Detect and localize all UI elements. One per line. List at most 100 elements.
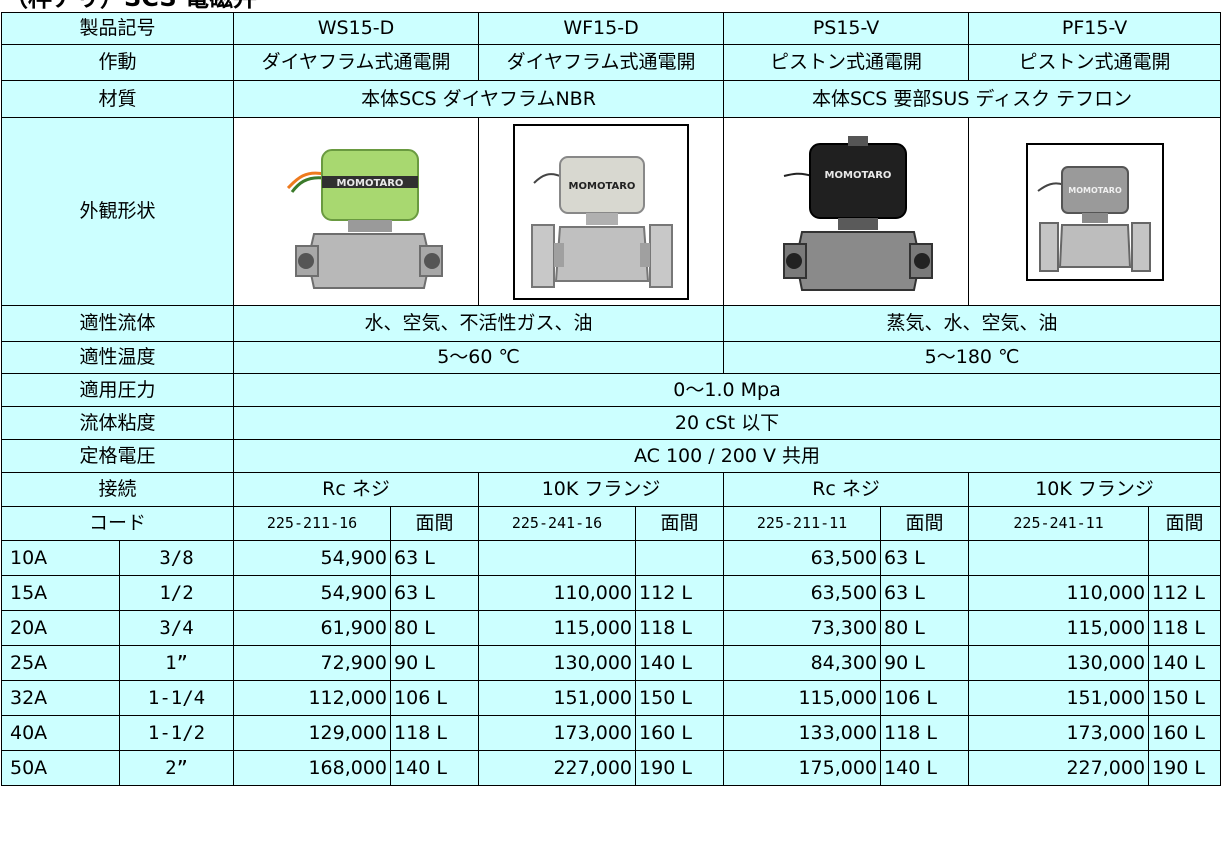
page-title: （枠アリ）SCS 電磁弁 <box>0 0 1221 12</box>
row-operation: 作動 ダイヤフラム式通電開 ダイヤフラム式通電開 ピストン式通電開 ピストン式通… <box>0 44 1221 81</box>
operation-ps15-v: ピストン式通電開 <box>723 44 970 81</box>
size-nominal: 40A <box>1 715 120 751</box>
model-ws15-d: WS15-D <box>233 12 480 45</box>
photo-cell-ws15-d: MOMOTARO <box>233 117 480 306</box>
face-ps15-v: 63 L <box>880 540 970 576</box>
voltage-value: AC 100 / 200 V 共用 <box>233 439 1221 473</box>
operation-wf15-d: ダイヤフラム式通電開 <box>478 44 725 81</box>
price-pf15-v: 173,000 <box>968 715 1150 751</box>
price-ps15-v: 84,300 <box>723 645 882 681</box>
size-nominal: 25A <box>1 645 120 681</box>
price-ps15-v: 175,000 <box>723 750 882 786</box>
label-material: 材質 <box>0 80 235 118</box>
price-ws15-d: 72,900 <box>233 645 392 681</box>
price-pf15-v: 151,000 <box>968 680 1150 716</box>
face-ps15-v: 106 L <box>880 680 970 716</box>
photo-cell-wf15-d: MOMOTARO <box>478 117 725 306</box>
row-voltage: 定格電圧 AC 100 / 200 V 共用 <box>0 439 1221 473</box>
face-ws15-d: 118 L <box>390 715 480 751</box>
face-ws15-d: 90 L <box>390 645 480 681</box>
face-wf15-d: 140 L <box>635 645 725 681</box>
size-nominal: 20A <box>1 610 120 646</box>
face-pf15-v: 160 L <box>1148 715 1221 751</box>
brand-label-ps15-v: MOMOTARO <box>825 170 892 181</box>
fluid-piston: 蒸気、水、空気、油 <box>723 305 1221 342</box>
model-wf15-d: WF15-D <box>478 12 725 45</box>
face-label-wf15-d: 面間 <box>635 506 725 541</box>
viscosity-value: 20 cSt 以下 <box>233 406 1221 440</box>
code-wf15-d: 225-241-16 <box>478 506 637 541</box>
face-wf15-d: 190 L <box>635 750 725 786</box>
label-fluid: 適性流体 <box>0 305 235 342</box>
label-product-code: 製品記号 <box>0 12 235 45</box>
price-ps15-v: 115,000 <box>723 680 882 716</box>
price-ps15-v: 63,500 <box>723 540 882 576</box>
brand-label-ws15-d: MOMOTARO <box>337 178 404 189</box>
price-wf15-d: 115,000 <box>478 610 637 646</box>
material-piston: 本体SCS 要部SUS ディスク テフロン <box>723 80 1221 118</box>
price-ws15-d: 54,900 <box>233 575 392 611</box>
size-inch: 2” <box>118 750 235 786</box>
size-inch: 1-1/4 <box>118 680 235 716</box>
brand-label-pf15-v: MOMOTARO <box>1068 186 1122 195</box>
connection-ps15-v: Rc ネジ <box>723 472 970 507</box>
connection-ws15-d: Rc ネジ <box>233 472 480 507</box>
row-product-code: 製品記号 WS15-D WF15-D PS15-V PF15-V <box>0 12 1221 45</box>
size-nominal: 10A <box>1 540 120 576</box>
row-material: 材質 本体SCS ダイヤフラムNBR 本体SCS 要部SUS ディスク テフロン <box>0 80 1221 118</box>
row-appearance: 外観形状 MOMOTARO MOMOTARO <box>0 117 1221 306</box>
material-diaphragm: 本体SCS ダイヤフラムNBR <box>233 80 725 118</box>
price-wf15-d: 151,000 <box>478 680 637 716</box>
valve-photo-pf15-v: MOMOTARO <box>1025 142 1164 281</box>
size-inch: 3/4 <box>118 610 235 646</box>
face-wf15-d: 150 L <box>635 680 725 716</box>
face-pf15-v: 140 L <box>1148 645 1221 681</box>
face-pf15-v: 190 L <box>1148 750 1221 786</box>
face-ws15-d: 80 L <box>390 610 480 646</box>
label-temperature: 適性温度 <box>0 341 235 374</box>
price-wf15-d <box>478 540 637 576</box>
face-ps15-v: 118 L <box>880 715 970 751</box>
operation-ws15-d: ダイヤフラム式通電開 <box>233 44 480 81</box>
price-ws15-d: 112,000 <box>233 680 392 716</box>
code-pf15-v: 225-241-11 <box>968 506 1150 541</box>
price-pf15-v: 115,000 <box>968 610 1150 646</box>
price-wf15-d: 130,000 <box>478 645 637 681</box>
valve-photo-wf15-d: MOMOTARO <box>513 123 690 300</box>
temperature-diaphragm: 5〜60 ℃ <box>233 341 725 374</box>
row-viscosity: 流体粘度 20 cSt 以下 <box>0 406 1221 440</box>
face-ps15-v: 80 L <box>880 610 970 646</box>
valve-photo-ps15-v: MOMOTARO <box>783 135 934 291</box>
size-inch: 1” <box>118 645 235 681</box>
face-ps15-v: 90 L <box>880 645 970 681</box>
price-pf15-v: 130,000 <box>968 645 1150 681</box>
price-ws15-d: 168,000 <box>233 750 392 786</box>
face-label-pf15-v: 面間 <box>1148 506 1221 541</box>
temperature-piston: 5〜180 ℃ <box>723 341 1221 374</box>
connection-wf15-d: 10K フランジ <box>478 472 725 507</box>
row-code: コード 225-211-16 面間 225-241-16 面間 225-211-… <box>0 506 1221 541</box>
code-ps15-v: 225-211-11 <box>723 506 882 541</box>
code-ws15-d: 225-211-16 <box>233 506 392 541</box>
price-ps15-v: 63,500 <box>723 575 882 611</box>
price-wf15-d: 110,000 <box>478 575 637 611</box>
spec-table: 製品記号 WS15-D WF15-D PS15-V PF15-V 作動 ダイヤフ… <box>0 12 1221 786</box>
operation-pf15-v: ピストン式通電開 <box>968 44 1221 81</box>
label-appearance: 外観形状 <box>0 117 235 306</box>
row-fluid: 適性流体 水、空気、不活性ガス、油 蒸気、水、空気、油 <box>0 305 1221 342</box>
face-ps15-v: 63 L <box>880 575 970 611</box>
page-title-text: （枠アリ）SCS 電磁弁 <box>4 0 257 10</box>
row-temperature: 適性温度 5〜60 ℃ 5〜180 ℃ <box>0 341 1221 374</box>
photo-cell-ps15-v: MOMOTARO <box>723 117 970 306</box>
price-ws15-d: 61,900 <box>233 610 392 646</box>
face-label-ps15-v: 面間 <box>880 506 970 541</box>
price-ws15-d: 129,000 <box>233 715 392 751</box>
model-pf15-v: PF15-V <box>968 12 1221 45</box>
pressure-value: 0〜1.0 Mpa <box>233 373 1221 407</box>
size-inch: 1-1/2 <box>118 715 235 751</box>
price-pf15-v <box>968 540 1150 576</box>
price-wf15-d: 173,000 <box>478 715 637 751</box>
